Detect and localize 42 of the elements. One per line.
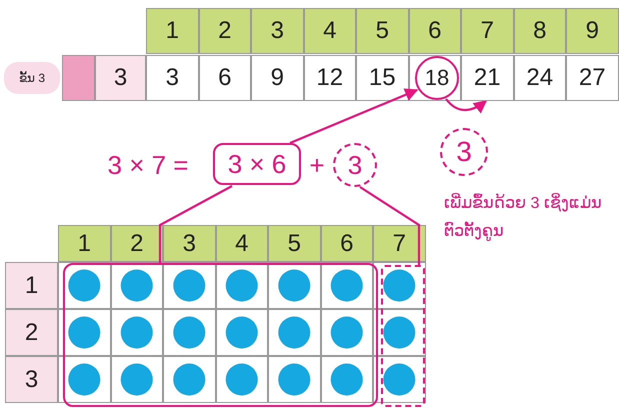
plus-sign: + <box>308 148 326 182</box>
arrow <box>290 88 418 144</box>
column-header: 3 <box>163 225 216 262</box>
dashed-circle: 3 <box>333 143 377 187</box>
column-header: 7 <box>373 225 426 262</box>
dashed-box <box>381 265 425 407</box>
table-cell: 24 <box>514 55 566 101</box>
row-header: 3 <box>5 356 58 403</box>
note-text: ເພີ່ມຂຶ້ນດ້ວຍ 3 ເຊິ່ງແມ່ນຕົວຕັ້ງຄູນ <box>444 192 603 243</box>
table-cell: 3 <box>95 55 146 101</box>
column-header: 4 <box>216 225 268 262</box>
row-tab: ຂັ້ນ 3 <box>4 62 60 94</box>
table-cell: 27 <box>566 55 618 101</box>
table-cell: 9 <box>251 55 304 101</box>
table-cell: 21 <box>461 55 514 101</box>
column-header: 7 <box>461 8 514 54</box>
table-cell: 6 <box>198 55 251 101</box>
highlight-box <box>63 263 378 407</box>
column-header: 8 <box>514 8 566 54</box>
column-header: 6 <box>408 8 461 54</box>
equation-text: 3 × 7 = <box>106 148 190 182</box>
column-header: 5 <box>268 225 320 262</box>
arrow <box>445 98 488 114</box>
table-cell: 3 <box>146 55 198 101</box>
column-header: 5 <box>356 8 408 54</box>
column-header: 2 <box>110 225 163 262</box>
circled-number: 18 <box>415 56 459 100</box>
dashed-circle: 3 <box>440 128 488 176</box>
table-cell: 12 <box>304 55 356 101</box>
column-header: 2 <box>198 8 251 54</box>
column-header: 1 <box>146 8 198 54</box>
connector-line <box>359 186 420 265</box>
column-header: 4 <box>304 8 356 54</box>
column-header: 9 <box>566 8 618 54</box>
table-cell: 15 <box>356 55 408 101</box>
highlight-box: 3 × 6 <box>213 143 301 185</box>
row-header: 2 <box>5 309 58 356</box>
row-header: 1 <box>5 262 58 309</box>
column-header: 3 <box>251 8 304 54</box>
connector-line <box>158 185 233 263</box>
column-header: 6 <box>320 225 373 262</box>
column-header: 1 <box>58 225 110 262</box>
